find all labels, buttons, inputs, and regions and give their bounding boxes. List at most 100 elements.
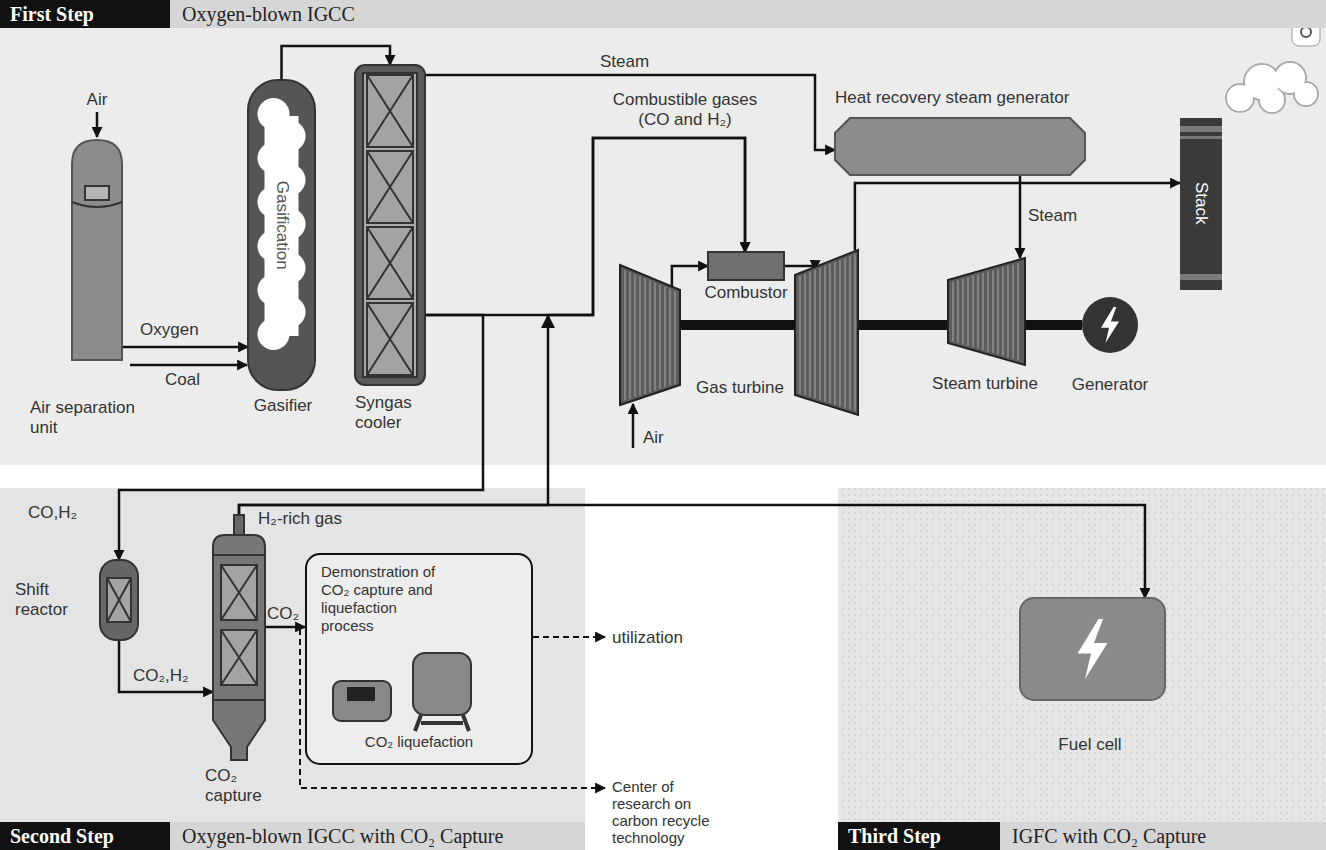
- stream-label: utilization: [612, 628, 722, 648]
- node-label: Combustor: [698, 283, 794, 303]
- flow-label: CO₂: [267, 604, 307, 624]
- flow-label: H₂-rich gas: [258, 509, 378, 529]
- liquefier-panel: [347, 687, 375, 701]
- panel-ground: [838, 488, 1326, 850]
- turbine-shaft: [1025, 320, 1082, 330]
- step-number: Second Step: [0, 822, 170, 850]
- blade-line: [629, 272, 631, 399]
- blade-line: [839, 260, 841, 406]
- tank-legs: [415, 715, 469, 731]
- cooler-shell: [355, 65, 425, 385]
- text-holder: Oxygen-blown IGCC with CO₂ Capture: [170, 822, 585, 850]
- compressor-rotor: [620, 265, 680, 405]
- heat-exchanger-bundle: [367, 227, 413, 299]
- flow-label: Oxygen: [140, 320, 220, 340]
- dashed-arrow: [533, 636, 605, 638]
- demonstration-box: Demonstration of CO₂ capture and liquefa…: [305, 553, 533, 765]
- node-label: Shift reactor: [15, 580, 95, 621]
- reactor-vessel: [100, 560, 138, 640]
- camera-lens: [1301, 27, 1311, 37]
- smoke-cloud-fill: [1227, 63, 1317, 112]
- turbine-shaft: [680, 320, 795, 330]
- combustor: Combustor: [698, 250, 794, 306]
- blade-line: [664, 287, 666, 387]
- text-holder: CO₂: [267, 604, 307, 624]
- node-label: CO₂ liquefaction: [305, 733, 533, 751]
- cross-lines: [221, 630, 257, 685]
- syngas-cooler: Syngas cooler: [345, 60, 440, 435]
- step-number: First Step: [0, 0, 170, 28]
- step-panel: Third StepIGFC with CO₂ CaptureFuel cell: [838, 488, 1326, 850]
- heat-recovery-steam-generator-shape: [835, 118, 1085, 175]
- blade-line: [977, 274, 979, 348]
- panel-ground: [0, 0, 1326, 465]
- text-holder: Oxygen-blown IGCC: [170, 0, 1326, 28]
- blade-line: [952, 282, 954, 342]
- generator-body: [1082, 297, 1138, 353]
- cross-lines: [367, 75, 413, 147]
- smoke-cloud: [1226, 62, 1318, 113]
- node-label: Gasification: [271, 125, 291, 325]
- catalyst-bed: [107, 578, 131, 622]
- air-inlet-arrow: [632, 404, 635, 448]
- blade-line: [1017, 263, 1019, 360]
- blade-line: [1012, 264, 1014, 358]
- blade-line: [809, 272, 811, 397]
- text-holder: CO,H₂: [28, 503, 98, 523]
- text-holder: Gasifier: [238, 396, 328, 416]
- storage-tank: [413, 653, 471, 715]
- flow-label: CO₂,H₂: [133, 666, 213, 686]
- node-label: Stack: [1191, 103, 1211, 303]
- text-holder: Air separation unit: [30, 398, 150, 439]
- steam-turbine-rotor: [948, 258, 1025, 365]
- node-label: Syngas cooler: [355, 393, 440, 434]
- text-holder: Steam: [1028, 206, 1098, 226]
- blade-line: [814, 270, 816, 398]
- blade-line: [844, 258, 846, 408]
- flow-arrow: [672, 266, 708, 290]
- text-holder: CO₂ capture: [205, 766, 285, 807]
- packing-bed: [221, 630, 257, 685]
- stream-label: Coal: [165, 370, 225, 390]
- stream-label: Center of research on carbon recycle tec…: [612, 778, 724, 846]
- blade-line: [669, 289, 671, 385]
- text-holder: Steam: [600, 52, 670, 72]
- cloud-puff: [1260, 88, 1284, 112]
- node-label: Gas turbine: [690, 378, 790, 398]
- blade-line: [804, 274, 806, 395]
- column-body: [213, 535, 265, 760]
- connectors: [119, 46, 1180, 692]
- text-holder: Air: [643, 428, 683, 448]
- cross-lines: [367, 303, 413, 375]
- blade-line: [824, 266, 826, 401]
- blade-line: [644, 278, 646, 393]
- tank-band: [72, 202, 122, 207]
- column-band: [213, 699, 265, 701]
- blade-line: [829, 264, 831, 403]
- syngas-cooler-shape: [355, 65, 425, 385]
- co2-capture-column-shape: [213, 515, 265, 760]
- blade-line: [992, 270, 994, 353]
- tank-window: [85, 186, 109, 200]
- gasifier-vessel: [248, 80, 315, 390]
- cloud-puff: [1295, 83, 1317, 105]
- blade-line: [1002, 267, 1004, 355]
- coal-feed-arrow: [130, 364, 247, 367]
- combustor-shape: [708, 252, 784, 280]
- text-holder: Gas turbine: [690, 378, 790, 398]
- node-label: Steam turbine: [910, 374, 1060, 394]
- blade-line: [972, 276, 974, 347]
- step-title: IGFC with CO₂ Capture: [1000, 822, 1326, 850]
- flow-label: Combustible gases (CO and H₂): [595, 90, 775, 131]
- blade-line: [674, 291, 676, 384]
- blade-line: [997, 269, 999, 355]
- outlet-pipe: [234, 515, 244, 537]
- step-title: Oxygen-blown IGCC with CO₂ Capture: [170, 822, 585, 850]
- flow-arrow: [265, 626, 305, 629]
- node-label: CO₂ capture: [205, 766, 285, 807]
- steam-turbine: Steam turbine: [910, 258, 1060, 393]
- gas-turbine: Gas turbine: [620, 250, 858, 440]
- step-panel: Second StepOxygen-blown IGCC with CO₂ Ca…: [0, 488, 585, 850]
- flow-arrow: [855, 183, 1180, 250]
